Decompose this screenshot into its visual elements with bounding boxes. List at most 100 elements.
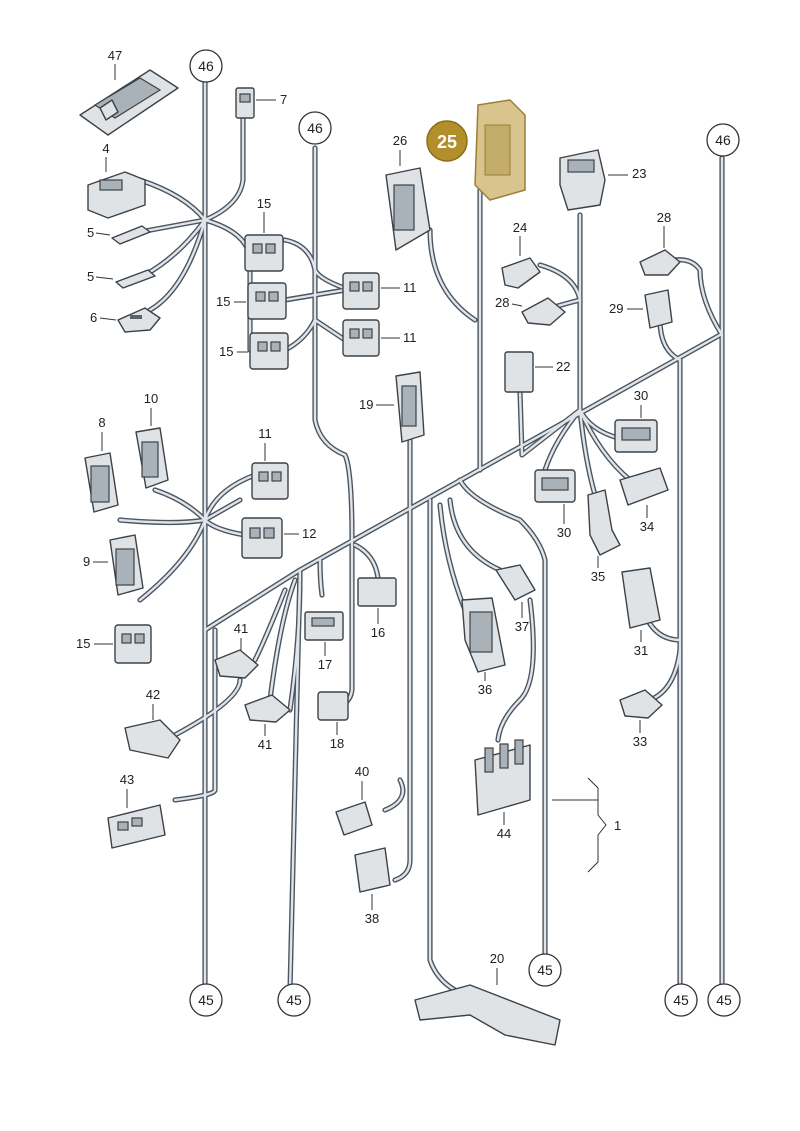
callout-40: 40 [355, 764, 369, 779]
part-41-connector-b[interactable] [244, 694, 291, 723]
part-40-connector[interactable] [335, 801, 373, 836]
connector-46-top-b[interactable]: 46 [298, 111, 332, 145]
wire-segment-core [173, 628, 217, 802]
wire-segment-core [538, 263, 582, 302]
part-33-connector[interactable] [619, 689, 663, 719]
part-31-module[interactable] [621, 567, 661, 629]
part-15-relay-d[interactable] [114, 624, 152, 664]
part-28-connector-a[interactable] [639, 249, 681, 276]
callout-29: 29 [609, 301, 623, 316]
callout-10: 10 [144, 391, 158, 406]
callout-4: 4 [102, 141, 109, 156]
callout-34: 34 [640, 519, 654, 534]
part-37-connector[interactable] [495, 564, 536, 601]
wire-segment [392, 437, 413, 883]
wire-segment-core [496, 598, 535, 742]
wire-segment-core [458, 478, 547, 962]
wire-segment-core [283, 318, 347, 352]
wire-segment [137, 177, 208, 223]
wire-segment-core [118, 518, 207, 524]
highlight-badge-25[interactable]: 25 [426, 120, 468, 162]
harness-wires [117, 79, 725, 1003]
wire-segment-core [578, 408, 597, 497]
part-34-connector[interactable] [619, 467, 669, 506]
part-7-plug[interactable] [235, 87, 255, 119]
part-17-connector[interactable] [304, 611, 344, 641]
wire-segment [152, 487, 208, 523]
part-28-connector-b[interactable] [521, 297, 566, 326]
callout-42: 42 [146, 687, 160, 702]
part-5-sensor-b[interactable] [115, 269, 156, 289]
connector-45-bot-a[interactable]: 45 [189, 983, 223, 1017]
part-9-connector[interactable] [109, 534, 144, 596]
wire-segment [202, 112, 246, 223]
part-4-connector[interactable] [87, 171, 146, 219]
callout-5a: 5 [87, 225, 94, 240]
part-43-connector[interactable] [107, 804, 166, 849]
callout-28a: 28 [657, 210, 671, 225]
part-15-relay-a[interactable] [244, 234, 284, 272]
callout-31: 31 [634, 643, 648, 658]
part-47-tray[interactable] [79, 69, 179, 136]
part-8-connector[interactable] [84, 452, 119, 513]
wire-segment-core [283, 288, 347, 302]
connector-46-top-a[interactable]: 46 [189, 49, 223, 83]
part-5-sensor-a[interactable] [111, 225, 151, 245]
connector-45-bot-b[interactable]: 45 [277, 983, 311, 1017]
wire-segment-core [173, 678, 242, 737]
part-10-connector[interactable] [135, 427, 169, 489]
part-24-connector[interactable] [501, 257, 541, 289]
connector-45-bot-c[interactable]: 45 [528, 953, 562, 987]
part-29-connector[interactable] [644, 289, 673, 329]
part-26-control-module[interactable] [385, 167, 431, 251]
svg-text:46: 46 [715, 132, 731, 148]
callout-6: 6 [90, 310, 97, 325]
wire-segment-core [318, 558, 324, 597]
part-20-bracket[interactable] [414, 984, 561, 1046]
part-36-control-unit[interactable] [461, 597, 506, 673]
connector-46-top-c[interactable]: 46 [706, 123, 740, 157]
wire-segment [542, 407, 583, 473]
wire-segment-core [288, 573, 302, 712]
part-11-relay-c[interactable] [251, 462, 289, 500]
part-16-connector[interactable] [357, 577, 397, 607]
callout-41b: 41 [258, 737, 272, 752]
part-12-relay[interactable] [241, 517, 283, 559]
part-6-connector[interactable] [117, 307, 161, 333]
part-19-connector[interactable] [395, 371, 425, 443]
wire-segment-core [268, 578, 297, 702]
wire-segment-core [253, 588, 287, 662]
part-11-relay-b[interactable] [342, 319, 380, 357]
part-22-module[interactable] [504, 351, 534, 393]
callout-26: 26 [393, 133, 407, 148]
svg-text:45: 45 [537, 962, 553, 978]
part-15-relay-b[interactable] [247, 282, 287, 320]
part-15-relay-c[interactable] [249, 332, 289, 370]
part-30-connector-b[interactable] [534, 469, 576, 503]
part-18-connector[interactable] [317, 691, 349, 721]
wire-segment-core [383, 778, 405, 812]
svg-text:45: 45 [286, 992, 302, 1008]
connector-45-bot-d[interactable]: 45 [664, 983, 698, 1017]
part-30-connector-a[interactable] [614, 419, 658, 453]
svg-text:46: 46 [198, 58, 214, 74]
wire-segment-core [518, 390, 582, 457]
part-42-connector[interactable] [124, 719, 181, 759]
part-25-highlighted[interactable] [474, 99, 526, 201]
wire-segment-core [203, 518, 247, 537]
callout-18: 18 [330, 736, 344, 751]
part-44-fuse-block[interactable] [474, 739, 531, 816]
callout-8: 8 [98, 415, 105, 430]
part-11-relay-a[interactable] [342, 272, 380, 310]
svg-text:25: 25 [437, 132, 457, 152]
wire-segment-core [283, 238, 352, 292]
callout-43: 43 [120, 772, 134, 787]
part-41-connector-a[interactable] [214, 649, 259, 679]
callout-37: 37 [515, 619, 529, 634]
wire-segment-core [153, 488, 207, 522]
part-23-connector[interactable] [559, 149, 606, 211]
connector-45-bot-e[interactable]: 45 [707, 983, 741, 1017]
part-38-connector[interactable] [354, 847, 391, 893]
part-35-switch[interactable] [587, 489, 621, 556]
